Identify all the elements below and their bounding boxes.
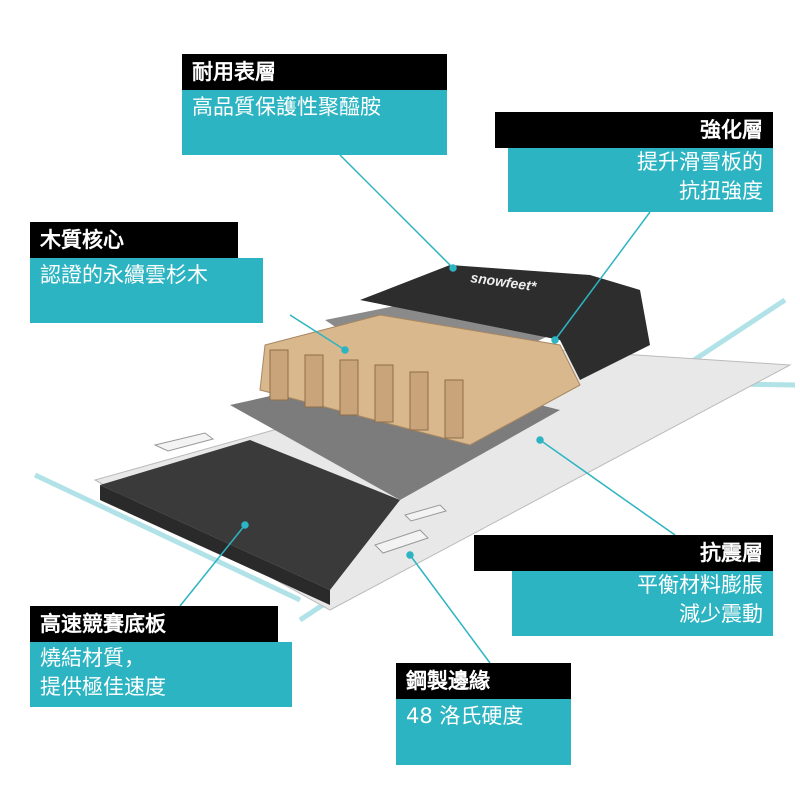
callout-base: 高速競賽底板 燒結材質， 提供極佳速度: [30, 606, 292, 707]
callout-reinforcement: 強化層 提升滑雪板的 抗扭強度: [495, 112, 773, 212]
callout-line: 48 洛氏硬度: [406, 704, 524, 728]
callout-title: 抗震層: [474, 535, 773, 571]
callout-body: 48 洛氏硬度: [396, 699, 571, 765]
steel-edges: [153, 432, 447, 554]
callout-line: 提供極佳速度: [40, 675, 166, 699]
callout-line: 平衡材料膨脹: [637, 573, 763, 597]
base-layer: [100, 440, 400, 590]
top-layer: [360, 265, 650, 380]
callout-damping: 抗震層 平衡材料膨脹 減少震動: [474, 535, 773, 636]
callout-body: 平衡材料膨脹 減少震動: [512, 571, 773, 636]
wood-strips: [269, 349, 464, 439]
callout-title: 強化層: [495, 112, 773, 148]
callout-body: 燒結材質， 提供極佳速度: [30, 642, 292, 707]
callout-line: 高品質保護性聚醯胺: [192, 95, 381, 119]
callout-title: 高速競賽底板: [30, 606, 278, 642]
callout-line: 燒結材質，: [40, 646, 145, 670]
leader-lines: [179, 154, 676, 664]
callout-title: 木質核心: [30, 222, 238, 258]
callout-edges: 鋼製邊緣 48 洛氏硬度: [396, 663, 571, 765]
callout-title: 耐用表層: [182, 54, 447, 90]
callout-body: 提升滑雪板的 抗扭強度: [508, 148, 773, 212]
callout-line: 提升滑雪板的: [637, 150, 763, 174]
callout-title: 鋼製邊緣: [396, 663, 571, 699]
callout-body: 高品質保護性聚醯胺: [182, 90, 447, 155]
callout-line: 減少震動: [679, 602, 763, 626]
callout-line: 抗扭強度: [679, 179, 763, 203]
callout-body: 認證的永續雲杉木: [30, 258, 263, 323]
callout-wood-core: 木質核心 認證的永續雲杉木: [30, 222, 263, 323]
callout-top-layer: 耐用表層 高品質保護性聚醯胺: [182, 54, 447, 155]
callout-line: 認證的永續雲杉木: [40, 263, 208, 287]
